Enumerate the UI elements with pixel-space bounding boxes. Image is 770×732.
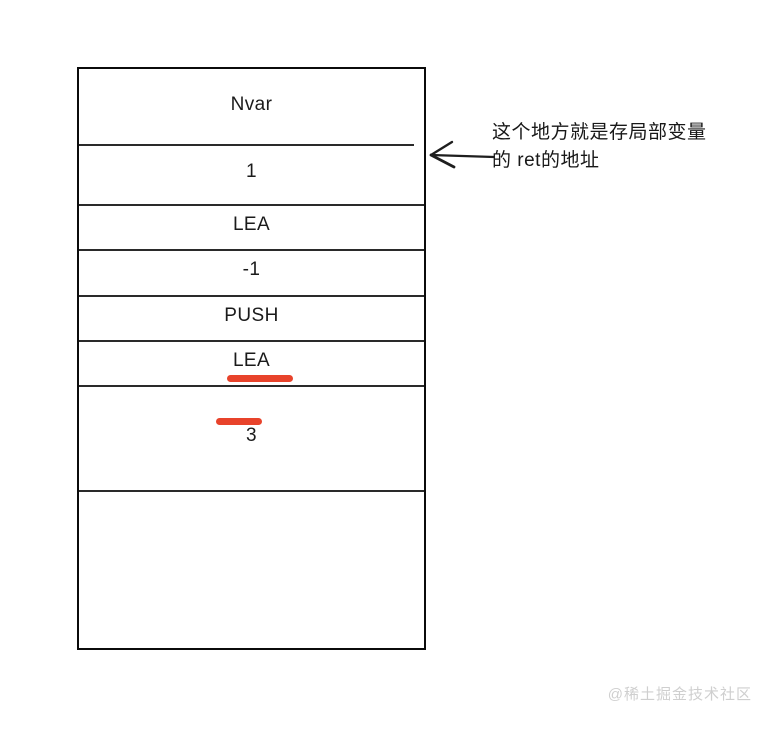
stack-cell: 1 bbox=[79, 144, 424, 204]
stack-cell-label: -1 bbox=[242, 259, 261, 280]
stack-cell-divider bbox=[79, 490, 424, 493]
stack-cell: LEA bbox=[79, 204, 424, 249]
stack-cell-label: Nvar bbox=[230, 94, 273, 115]
stack-cell-label: 1 bbox=[246, 161, 257, 182]
annotation-line-2: 的 ret的地址 bbox=[492, 150, 600, 171]
stack-cell-label: PUSH bbox=[224, 305, 279, 326]
stack-cell-label: 3 bbox=[246, 425, 257, 446]
watermark: @稀土掘金技术社区 bbox=[607, 686, 752, 703]
stack-cell-divider bbox=[79, 144, 414, 147]
stack-cell: 3 bbox=[79, 385, 424, 490]
stack-cell: -1 bbox=[79, 249, 424, 295]
left-pointing-arrow-icon bbox=[429, 140, 496, 169]
stack-cell bbox=[79, 490, 424, 647]
stack-cell: Nvar bbox=[79, 69, 424, 144]
stack-cell-label: LEA bbox=[232, 350, 271, 371]
stack-cell-divider bbox=[79, 385, 424, 388]
stack-cell-divider bbox=[79, 340, 424, 343]
stack-cell: LEA bbox=[79, 340, 424, 385]
stack-cell-divider bbox=[79, 249, 424, 252]
red-highlight-underline bbox=[227, 375, 293, 382]
stack-cell-divider bbox=[79, 204, 424, 207]
red-highlight-underline bbox=[216, 418, 262, 425]
annotation-text: 这个地方就是存局部变量 的 ret的地址 bbox=[492, 119, 770, 175]
annotation-line-1: 这个地方就是存局部变量 bbox=[492, 122, 707, 143]
stack-cell: PUSH bbox=[79, 295, 424, 340]
stack-cell-divider bbox=[79, 295, 424, 298]
stack-cell-label: LEA bbox=[232, 214, 271, 235]
